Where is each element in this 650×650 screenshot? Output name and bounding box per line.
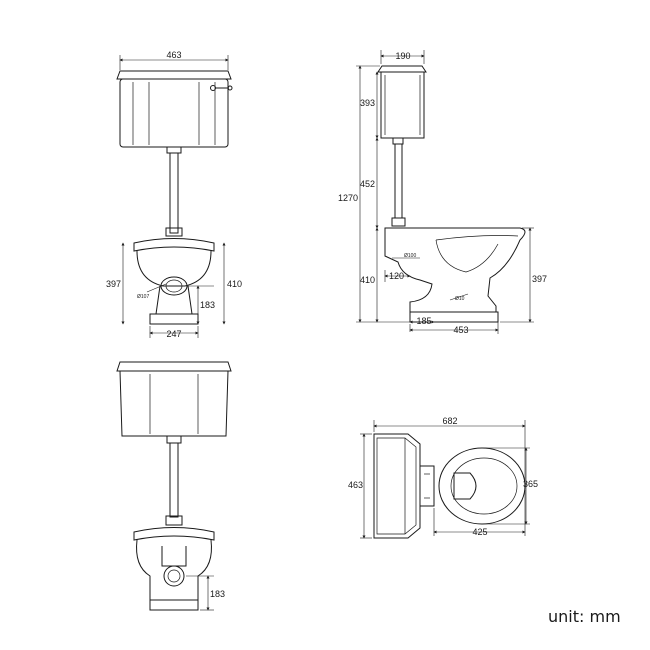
front-cistern-body: [119, 78, 229, 148]
plan-seat: [453, 472, 477, 500]
front-outlet-height-dim: 410: [227, 279, 242, 289]
plan-overall-length-dim: 682: [442, 416, 457, 426]
side-pan-height-dim: 410: [360, 275, 375, 285]
back-outlet-offset-dim: 183: [210, 589, 225, 599]
back-cistern-lid: [116, 361, 232, 372]
side-base-depth-dim: 453: [453, 325, 468, 335]
front-pan-rim: [133, 238, 215, 252]
unit-label: unit: mm: [548, 607, 621, 626]
front-pan-height-dim: 397: [106, 279, 121, 289]
front-view: 463 397 410 183 247 Ø107: [106, 50, 242, 339]
front-width-dim: 463: [166, 50, 181, 60]
plan-cistern-width-dim: 463: [348, 480, 363, 490]
flush-lever-icon: [210, 85, 233, 91]
side-cistern-height-dim: 393: [360, 98, 375, 108]
plan-bowl-width-dim: 365: [523, 479, 538, 489]
back-outlet: [163, 565, 185, 587]
front-base: [149, 313, 199, 325]
side-pipe-length-dim: 452: [360, 179, 375, 189]
back-base: [149, 599, 199, 611]
front-cistern-lid: [116, 70, 232, 80]
side-cistern-lid: [377, 65, 427, 73]
plan-bowl-outer: [438, 447, 526, 525]
side-view: 190 1270 393 452 410 397 Ø100 120 Ø10 18…: [338, 50, 547, 335]
side-fixing-dia-dim: Ø10: [455, 296, 465, 302]
back-cistern-body: [119, 370, 229, 437]
plan-bowl-length-dim: 425: [472, 527, 487, 537]
front-pan-bowl: [136, 250, 212, 287]
plan-view: 682 463 365 425: [348, 416, 538, 539]
side-inlet-dia-dim: Ø100: [404, 253, 416, 259]
side-base-offset-dim: 185: [416, 316, 431, 326]
side-inlet-offset-dim: 120: [389, 271, 404, 281]
plan-cistern-outer: [373, 433, 421, 539]
front-inlet-dia-dim: Ø107: [137, 294, 149, 300]
back-pan-rim: [133, 527, 215, 541]
back-view: 183: [116, 361, 232, 611]
side-base: [409, 311, 499, 323]
side-total-height-dim: 1270: [338, 193, 358, 203]
front-outlet-offset-dim: 183: [200, 300, 215, 310]
front-base-width-dim: 247: [166, 329, 181, 339]
plan-bowl-inner: [450, 457, 518, 515]
side-seat-height-dim: 397: [532, 274, 547, 284]
side-cistern-depth-dim: 190: [395, 51, 410, 61]
side-cistern-body: [380, 71, 425, 139]
